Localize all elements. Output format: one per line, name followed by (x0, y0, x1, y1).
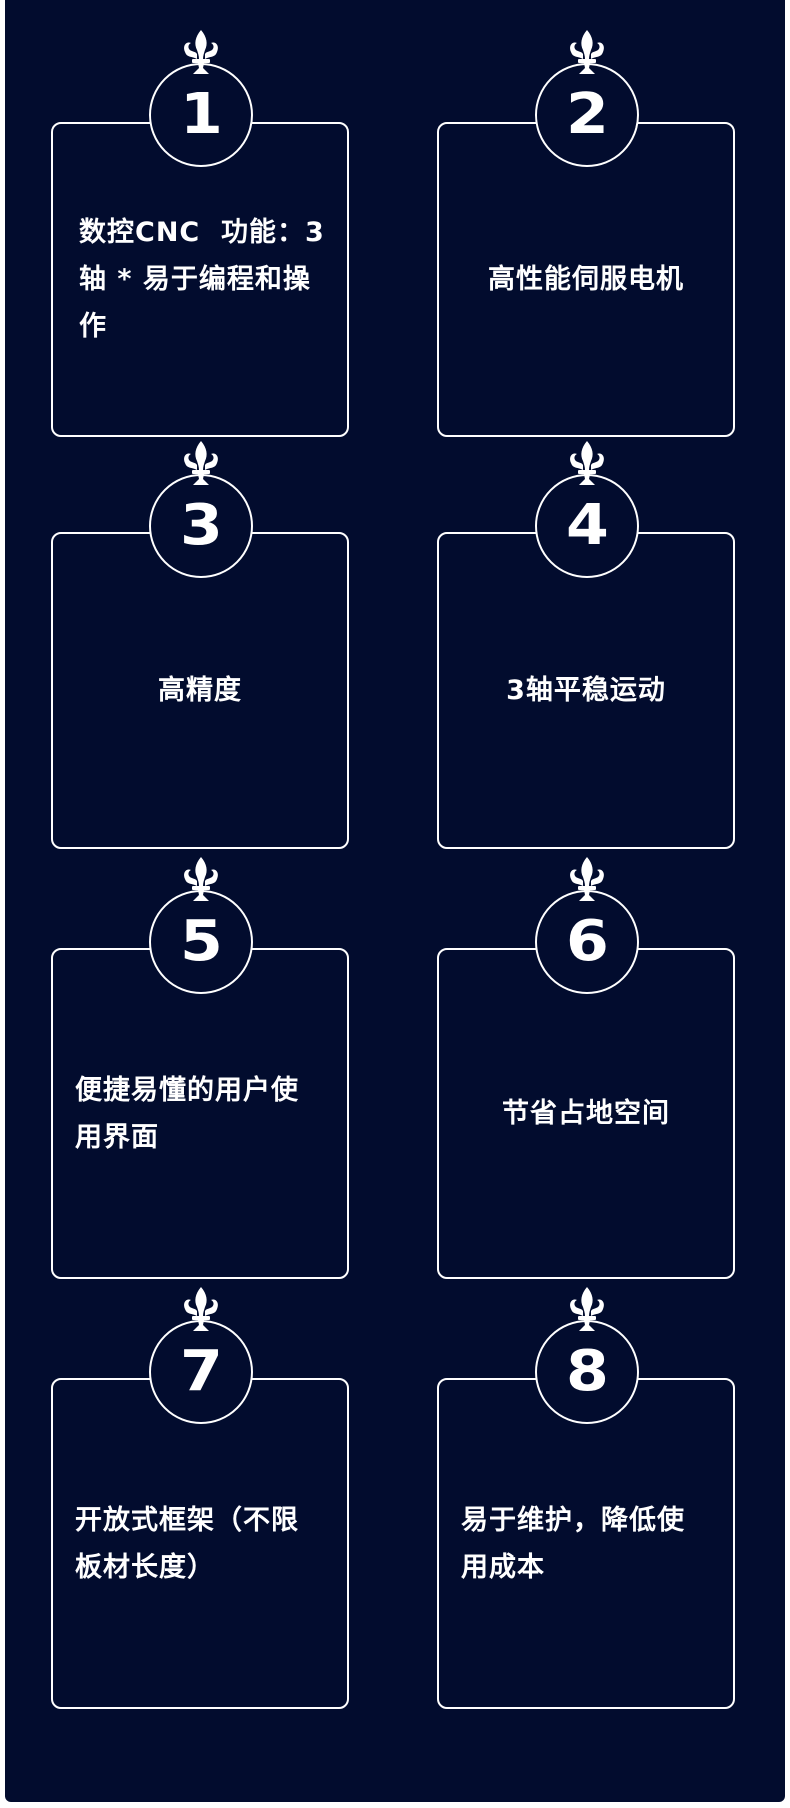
feature-card-7: 开放式框架（不限板材长度） (51, 1378, 349, 1709)
number-badge-8: 8 (535, 1320, 639, 1424)
feature-text-1: 数控CNC 功能：3轴 * 易于编程和操作 (79, 217, 325, 342)
feature-panel: 数控CNC 功能：3轴 * 易于编程和操作 高性能伺服电机 高精度 3轴平稳运动… (5, 0, 785, 1802)
feature-text-7: 开放式框架（不限板材长度） (75, 1504, 299, 1583)
feature-text-5: 便捷易懂的用户使用界面 (75, 1074, 299, 1153)
fleur-de-lis-icon (570, 30, 604, 74)
number-badge-2: 2 (535, 63, 639, 167)
number-badge-3: 3 (149, 474, 253, 578)
number-badge-6: 6 (535, 890, 639, 994)
number-badge-5: 5 (149, 890, 253, 994)
number-badge-7: 7 (149, 1320, 253, 1424)
fleur-de-lis-icon (184, 1287, 218, 1331)
feature-text-4: 3轴平稳运动 (506, 675, 666, 706)
feature-text-2: 高性能伺服电机 (488, 264, 684, 295)
fleur-de-lis-icon (570, 1287, 604, 1331)
fleur-de-lis-icon (570, 857, 604, 901)
feature-card-4: 3轴平稳运动 (437, 532, 735, 849)
feature-text-6: 节省占地空间 (502, 1098, 670, 1129)
fleur-de-lis-icon (184, 441, 218, 485)
number-badge-4: 4 (535, 474, 639, 578)
number-badge-1: 1 (149, 63, 253, 167)
fleur-de-lis-icon (184, 857, 218, 901)
feature-card-3: 高精度 (51, 532, 349, 849)
feature-card-8: 易于维护，降低使用成本 (437, 1378, 735, 1709)
fleur-de-lis-icon (184, 30, 218, 74)
fleur-de-lis-icon (570, 441, 604, 485)
feature-text-3: 高精度 (158, 675, 242, 706)
feature-card-6: 节省占地空间 (437, 948, 735, 1279)
feature-card-2: 高性能伺服电机 (437, 122, 735, 437)
feature-text-8: 易于维护，降低使用成本 (461, 1504, 685, 1583)
feature-card-5: 便捷易懂的用户使用界面 (51, 948, 349, 1279)
feature-card-1: 数控CNC 功能：3轴 * 易于编程和操作 (51, 122, 349, 437)
